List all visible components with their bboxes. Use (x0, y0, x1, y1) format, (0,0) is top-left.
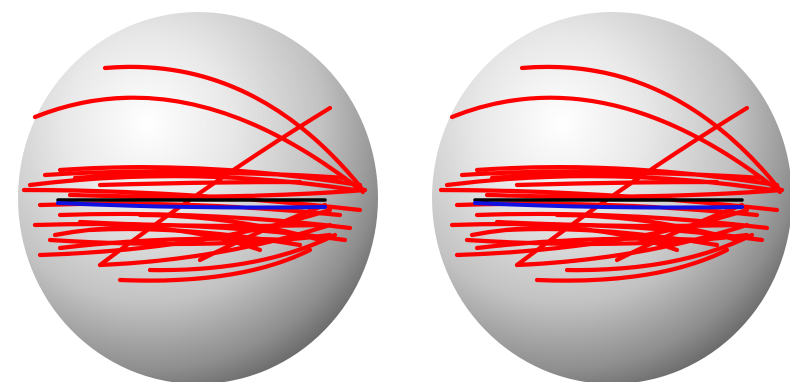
left-sphere-panel (18, 12, 378, 382)
right-sphere-panel (432, 12, 790, 382)
